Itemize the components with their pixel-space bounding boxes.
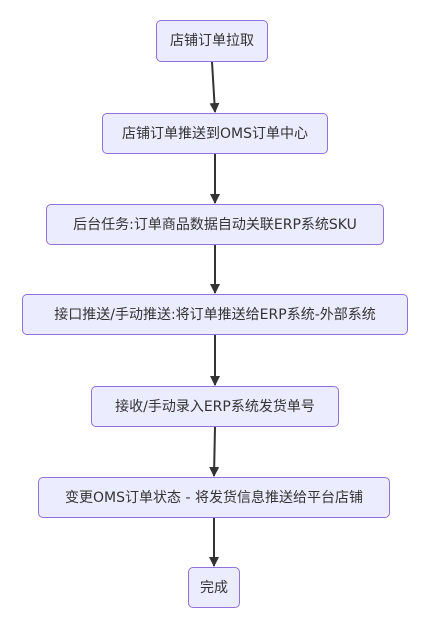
- node-update-order-status: 变更OMS订单状态 - 将发货信息推送给平台店铺: [38, 477, 390, 518]
- node-push-to-oms: 店铺订单推送到OMS订单中心: [102, 113, 328, 154]
- edge-n1-to-n2: [209, 61, 220, 113]
- node-shop-order-pull: 店铺订单拉取: [156, 20, 268, 62]
- node-push-to-erp: 接口推送/手动推送:将订单推送给ERP系统-外部系统: [22, 294, 408, 335]
- node-receive-shipping-number: 接收/手动录入ERP系统发货单号: [91, 386, 339, 427]
- node-complete: 完成: [188, 567, 240, 608]
- node-auto-link-sku: 后台任务:订单商品数据自动关联ERP系统SKU: [46, 204, 384, 245]
- edge-n5-to-n6: [209, 426, 220, 477]
